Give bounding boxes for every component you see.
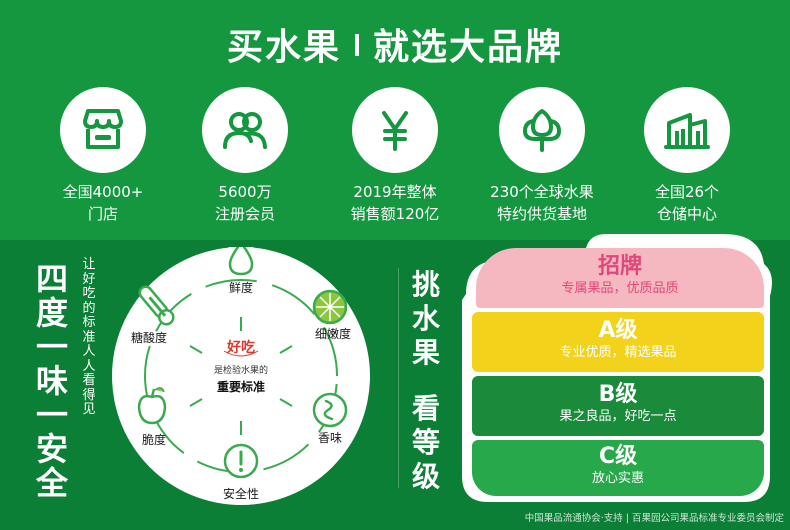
stat-line2: 仓储中心 <box>656 205 717 223</box>
grade-desc: 专属果品，优质品质 <box>561 281 679 296</box>
headline: 买水果就选大品牌 <box>0 18 790 70</box>
grade-band-signature: 招牌 专属果品，优质品质 <box>476 248 764 308</box>
wheel-center-sub1: 是检验水果的 <box>213 366 268 376</box>
vertical-title-char: 全 <box>36 464 69 502</box>
stat-warehouses: 全国26个 仓储中心 <box>622 87 752 225</box>
thermometer-icon <box>138 285 175 326</box>
vertical-title-char: 一 <box>36 328 69 366</box>
vertical-subtitle-char: 见 <box>82 402 96 417</box>
grade-band-bg <box>472 376 764 436</box>
wheel-center: 好吃 是检验水果的 重要标准 <box>197 337 285 395</box>
vertical-subtitle-char: 看 <box>82 373 96 388</box>
stat-line1: 全国26个 <box>654 183 720 201</box>
pick-title-char: 果 <box>411 336 440 369</box>
vertical-title: 四 度 一 味 一 安 全 <box>36 262 68 500</box>
pick-title-char: 看 <box>411 392 440 425</box>
wheel-label-crispness: 脆度 <box>141 433 166 447</box>
yen-icon <box>352 87 438 173</box>
vertical-subtitle-char: 让 <box>82 257 96 272</box>
vertical-title-char: 一 <box>36 396 69 434</box>
grade-band-bg <box>472 440 764 496</box>
warehouse-icon <box>644 87 730 173</box>
pick-title-char: 挑 <box>411 268 440 301</box>
headline-right: 就选大品牌 <box>373 27 564 68</box>
users-icon <box>202 87 288 173</box>
storefront-icon <box>60 87 146 173</box>
stat-stores: 全国4000+ 门店 <box>38 87 168 225</box>
wheel-center-title: 好吃 <box>227 340 255 356</box>
stat-line2: 销售额120亿 <box>350 205 440 223</box>
grade-card: 招牌 专属果品，优质品质 A级 专业优质，精选果品 B级 果之良品，好吃一点 C… <box>458 230 776 508</box>
wheel-label-aroma: 香味 <box>317 431 342 445</box>
vertical-title-char: 味 <box>36 362 69 400</box>
grade-band-b: B级 果之良品，好吃一点 <box>472 376 764 436</box>
exclamation-icon <box>223 443 259 479</box>
grade-desc: 果之良品，好吃一点 <box>559 409 677 424</box>
vertical-title-char: 安 <box>36 430 69 468</box>
headline-separator <box>355 34 359 56</box>
vertical-title-char: 度 <box>36 294 69 332</box>
stat-suppliers: 230个全球水果 特约供货基地 <box>477 87 607 225</box>
vertical-subtitle: 让 好 吃 的 标 准 人 人 看 得 见 <box>82 257 96 418</box>
grade-title: C级 <box>598 444 638 469</box>
grade-title: 招牌 <box>597 254 642 279</box>
grade-band-a: A级 专业优质，精选果品 <box>472 312 764 372</box>
wheel-label-safety: 安全性 <box>222 487 259 501</box>
vertical-subtitle-char: 得 <box>82 387 96 403</box>
wheel-ring <box>137 247 348 479</box>
pick-title-char: 水 <box>411 302 440 335</box>
grade-title: B级 <box>598 382 638 407</box>
tulip-icon <box>499 87 585 173</box>
grade-desc: 专业优质，精选果品 <box>559 345 677 360</box>
vertical-subtitle-char: 准 <box>82 329 96 345</box>
headline-left: 买水果 <box>226 27 341 68</box>
grade-title: A级 <box>598 318 638 343</box>
grade-band-bg <box>472 312 764 372</box>
apple-icon <box>137 387 167 425</box>
grade-band-bg <box>476 248 764 308</box>
pick-title: 挑 水 果 看 等 级 <box>408 268 444 494</box>
lime-slice-icon <box>312 289 348 325</box>
stat-sales: 2019年整体 销售额120亿 <box>330 87 460 225</box>
vertical-subtitle-char: 人 <box>82 344 96 359</box>
vertical-subtitle-char: 吃 <box>82 286 96 301</box>
grade-desc: 放心实惠 <box>591 471 644 486</box>
section-divider <box>398 268 399 488</box>
stat-line1: 全国4000+ <box>62 183 144 201</box>
stat-line2: 门店 <box>87 205 118 223</box>
water-drop-icon <box>224 247 258 276</box>
wheel-label-freshness: 鲜度 <box>228 281 253 295</box>
vertical-title-char: 四 <box>36 260 69 298</box>
pick-title-char: 级 <box>411 460 440 493</box>
wheel-label-sugar-acid: 糖酸度 <box>130 331 167 345</box>
stat-line2: 注册会员 <box>214 205 275 223</box>
pick-title-char: 等 <box>411 426 440 459</box>
quality-wheel: 鲜度 细嫩度 香味 安全性 脆度 糖酸度 好吃 是检验水果的 重要标准 <box>112 247 370 505</box>
footer-credit: 中国果品流通协会·支持 | 百果园公司果品标准专业委员会制定 <box>524 513 784 524</box>
grade-band-c: C级 放心实惠 <box>472 440 764 496</box>
stat-line2: 特约供货基地 <box>496 205 587 223</box>
stat-members: 5600万 注册会员 <box>180 87 310 225</box>
stat-line1: 5600万 <box>218 183 272 201</box>
wheel-label-tenderness: 细嫩度 <box>314 327 351 341</box>
vertical-subtitle-char: 标 <box>82 315 96 330</box>
stat-line1: 230个全球水果 <box>490 183 594 201</box>
vertical-subtitle-char: 好 <box>82 271 96 287</box>
pick-title-gap <box>408 370 444 392</box>
wheel-center-sub2: 重要标准 <box>216 380 265 394</box>
vertical-subtitle-char: 人 <box>82 358 96 374</box>
vertical-subtitle-char: 的 <box>82 300 96 316</box>
stat-line1: 2019年整体 <box>353 183 437 201</box>
aroma-icon <box>312 392 348 428</box>
